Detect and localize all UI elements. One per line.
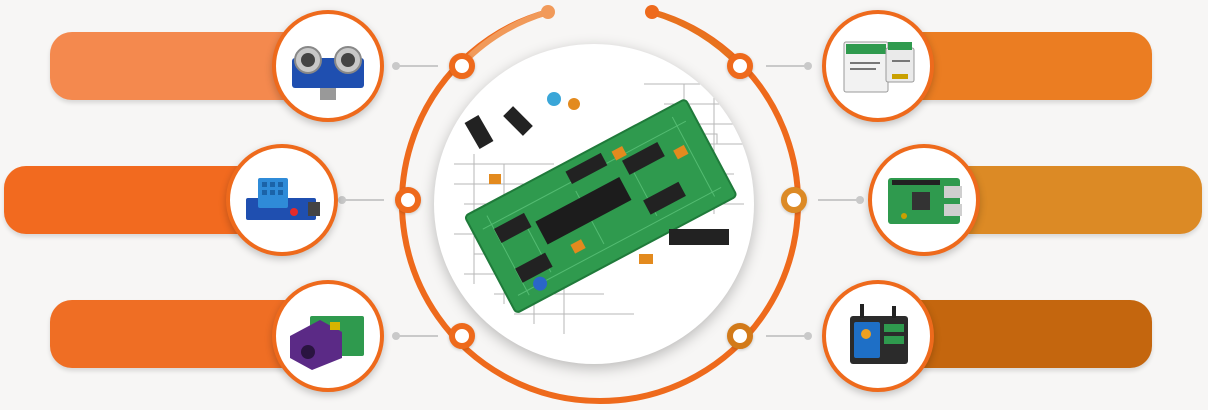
humidity-sensor-icon (246, 178, 320, 220)
connector-line (344, 199, 384, 201)
connector-dot (392, 332, 400, 340)
connector-dot (856, 196, 864, 204)
cellular-module-icon (843, 41, 915, 93)
banner-tab-left-3 (50, 300, 310, 368)
circuit-board-icon (454, 83, 744, 334)
ring-node (727, 323, 753, 349)
raspberry-pi-icon (888, 178, 962, 224)
raspberry-pi-module (868, 144, 980, 256)
connector-line (398, 335, 438, 337)
ring-node (395, 187, 421, 213)
connector-line (398, 65, 438, 67)
connector-dot (804, 62, 812, 70)
dust-sensor-module (272, 280, 384, 392)
ring-node (781, 187, 807, 213)
connector-line (766, 65, 806, 67)
ring-node (449, 323, 475, 349)
connector-line (766, 335, 806, 337)
dust-sensor-icon (290, 316, 364, 370)
iot-gateway-module (822, 280, 934, 392)
humidity-sensor-module (226, 144, 338, 256)
ultrasonic-sensor-module (272, 10, 384, 122)
connector-dot (392, 62, 400, 70)
ring-node (449, 53, 475, 79)
cellular-module (822, 10, 934, 122)
ultrasonic-sensor-icon (292, 46, 364, 100)
central-hub (434, 44, 754, 364)
ring-node (727, 53, 753, 79)
iot-gateway-icon (850, 304, 908, 364)
connector-dot (338, 196, 346, 204)
connector-dot (804, 332, 812, 340)
connector-line (818, 199, 858, 201)
banner-tab-left-1 (50, 32, 310, 100)
